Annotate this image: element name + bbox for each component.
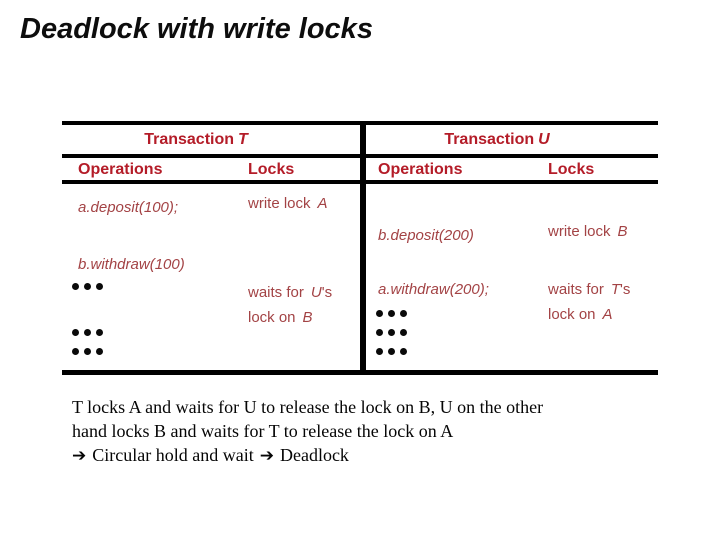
u-lock-write-lock-b: write lock B bbox=[548, 223, 628, 240]
summary-line-2: hand locks B and waits for T to release … bbox=[72, 421, 454, 441]
t-lock1-var: A bbox=[317, 195, 328, 212]
u-operations-column-header: Operations bbox=[378, 161, 463, 178]
t-operation-deposit: a.deposit(100); bbox=[78, 199, 179, 216]
t-operations-column-header: Operations bbox=[78, 161, 163, 178]
u-waits-var: T bbox=[610, 281, 621, 298]
t-waits-line2: lock on B bbox=[248, 309, 313, 326]
summary-paragraph: T locks A and waits for U to release the… bbox=[72, 395, 652, 468]
u-operation-deposit: b.deposit(200) bbox=[378, 227, 474, 244]
t-lock-on-var: B bbox=[302, 309, 313, 326]
table-center-divider bbox=[360, 121, 366, 375]
u-lock-on-var: A bbox=[602, 306, 613, 323]
ellipsis-dots bbox=[72, 283, 103, 290]
summary-line-3-text-a: Circular hold and wait bbox=[92, 445, 254, 465]
summary-line-3-text-b: Deadlock bbox=[279, 445, 349, 465]
u-locks-column-header: Locks bbox=[548, 161, 595, 178]
ellipsis-dots bbox=[72, 348, 103, 355]
transaction-t-header: Transaction T bbox=[47, 129, 345, 151]
summary-line-1: T locks A and waits for U to release the… bbox=[72, 397, 544, 417]
ellipsis-dots bbox=[72, 329, 103, 336]
t-waits-line1: waits for U's bbox=[248, 284, 332, 301]
t-waits-text: waits for bbox=[248, 284, 304, 301]
summary-line-3: ➔Circular hold and wait➔Deadlock bbox=[72, 443, 652, 468]
t-locks-column-header: Locks bbox=[248, 161, 295, 178]
t-lock-write-lock-a: write lock A bbox=[248, 195, 328, 212]
right-arrow-icon: ➔ bbox=[72, 446, 87, 466]
transaction-u-var: U bbox=[538, 131, 550, 148]
t-waits-var: U bbox=[310, 284, 322, 301]
transaction-t-label: Transaction bbox=[144, 131, 235, 148]
transaction-t-var: T bbox=[238, 131, 248, 148]
transaction-u-header: Transaction U bbox=[351, 129, 643, 151]
ellipsis-dots bbox=[376, 329, 407, 336]
u-lock1-var: B bbox=[617, 223, 628, 240]
t-lock1-text: write lock bbox=[248, 195, 311, 212]
transaction-u-label: Transaction bbox=[444, 131, 535, 148]
u-operation-withdraw: a.withdraw(200); bbox=[378, 281, 489, 298]
t-waits-suffix: 's bbox=[321, 284, 333, 301]
u-waits-line1: waits for T's bbox=[548, 281, 630, 298]
u-lock-on-text: lock on bbox=[548, 306, 596, 323]
page-title: Deadlock with write locks bbox=[20, 13, 373, 45]
ellipsis-dots bbox=[376, 348, 407, 355]
u-lock1-text: write lock bbox=[548, 223, 611, 240]
u-waits-suffix: 's bbox=[620, 281, 631, 298]
t-lock-on-text: lock on bbox=[248, 309, 296, 326]
u-waits-line2: lock on A bbox=[548, 306, 613, 323]
t-operation-withdraw: b.withdraw(100) bbox=[78, 256, 185, 273]
right-arrow-icon: ➔ bbox=[259, 446, 274, 466]
ellipsis-dots bbox=[376, 310, 407, 317]
u-waits-text: waits for bbox=[548, 281, 604, 298]
